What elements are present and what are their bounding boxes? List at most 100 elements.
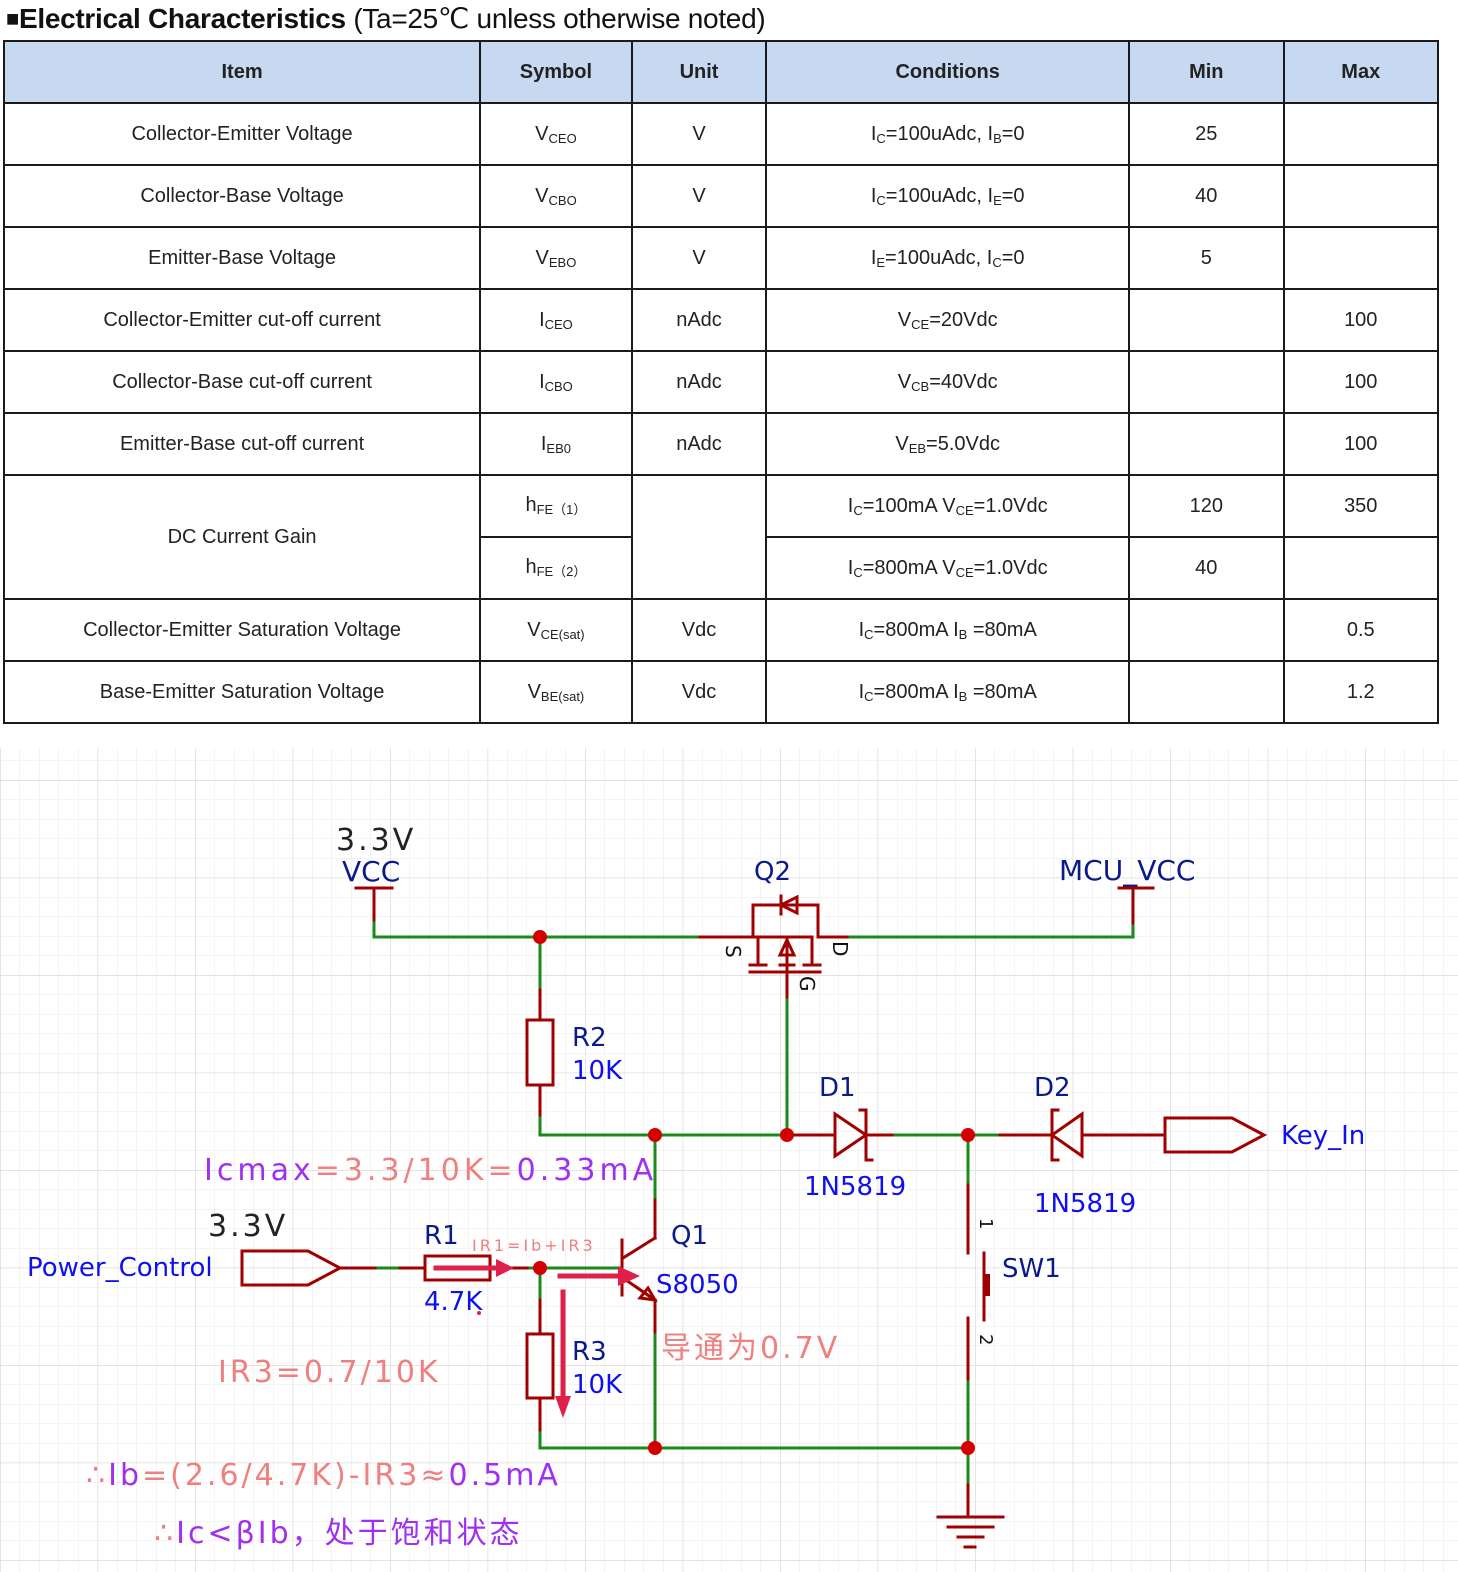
- cell-min: [1128, 660, 1285, 724]
- cell-min: 5: [1128, 226, 1285, 290]
- annotation-ib-c: =(2.6/4.7K)-IR3≈: [142, 1458, 449, 1493]
- cell-max: [1282, 164, 1439, 228]
- condition-part: I: [870, 122, 877, 145]
- header-item: Item: [2, 40, 482, 104]
- wire-r2-collector: [538, 1116, 789, 1137]
- cell-item: Collector-Emitter cut-off current: [2, 288, 482, 352]
- condition-part: I: [870, 184, 877, 207]
- symbol-text: I: [539, 370, 545, 393]
- cell-unit: V: [630, 102, 768, 166]
- junction-sw1-gnd: [961, 1441, 975, 1455]
- cell-symbol: VCBO: [479, 164, 633, 228]
- condition-part: I: [953, 618, 959, 641]
- annotation-ib-d: 0.5mA: [448, 1458, 560, 1493]
- cell-max: 100: [1282, 350, 1439, 414]
- cell-max: 100: [1282, 412, 1439, 476]
- current-arrow-ir3: [555, 1289, 571, 1418]
- condition-part: I: [847, 556, 854, 579]
- cell-item: Emitter-Base cut-off current: [2, 412, 482, 476]
- cell-unit: nAdc: [630, 350, 768, 414]
- condition-subscript: CB: [911, 378, 930, 394]
- schematic-diagram: 3.3V VCC Q2 MCU_VCC S D G R2 10K D1 1N58…: [0, 748, 1458, 1572]
- condition-part: =20Vdc: [929, 308, 998, 331]
- cell-conditions: VEB=5.0Vdc: [765, 412, 1131, 476]
- power-control-net-label: Power_Control: [27, 1253, 213, 1283]
- cell-max: [1282, 226, 1439, 290]
- cell-conditions: IC=800mA IB =80mA: [765, 660, 1131, 724]
- condition-subscript: B: [993, 130, 1002, 146]
- symbol-text: h: [525, 494, 537, 516]
- symbol-subscript: BE(sat): [540, 688, 585, 704]
- condition-part: I: [987, 184, 994, 207]
- r2-ref-label: R2: [572, 1023, 607, 1053]
- condition-part: I: [847, 494, 854, 517]
- symbol-text: V: [527, 618, 541, 641]
- r2-value-label: 10K: [572, 1056, 623, 1086]
- cell-max: 100: [1282, 288, 1439, 352]
- symbol-subscript: EB0: [546, 440, 571, 456]
- condition-part: I: [986, 246, 993, 269]
- cell-min: [1128, 598, 1285, 662]
- cell-symbol: VCEO: [479, 102, 633, 166]
- condition-part: =1.0Vdc: [973, 556, 1048, 579]
- condition-part: I: [953, 680, 959, 703]
- annotation-icmax-c: 0.33mA: [517, 1153, 658, 1188]
- cell-unit: V: [630, 164, 768, 228]
- cell-symbol: IEB0: [479, 412, 633, 476]
- condition-part: V: [897, 370, 912, 393]
- grid-major: [0, 748, 1458, 1572]
- condition-subscript: C: [992, 254, 1002, 270]
- symbol-text: V: [535, 122, 549, 145]
- symbol-subscript: CE(sat): [540, 626, 585, 642]
- condition-part: =80mA: [967, 680, 1037, 703]
- symbol-subscript: EBO: [548, 254, 577, 270]
- condition-part: =100uAdc,: [885, 122, 988, 145]
- cell-max: [1282, 536, 1439, 600]
- title-bold: Electrical Characteristics: [19, 3, 346, 34]
- cell-conditions: VCE=20Vdc: [765, 288, 1131, 352]
- cell-symbol: VBE(sat): [479, 660, 633, 724]
- mcu-vcc-net-label: MCU_VCC: [1059, 854, 1195, 887]
- cell-conditions: IE=100uAdc, IC=0: [765, 226, 1131, 290]
- symbol-subscript: CEO: [548, 130, 577, 146]
- q1-npn-transistor-symbol: [620, 1198, 658, 1337]
- header-symbol: Symbol: [479, 40, 633, 104]
- title-note: (Ta=25℃ unless otherwise noted): [345, 3, 766, 34]
- mcu-vcc-power-symbol: [1117, 886, 1155, 925]
- wire-mcu-rail: [848, 921, 1135, 939]
- condition-part: V: [942, 556, 956, 579]
- condition-part: I: [870, 246, 877, 269]
- cell-conditions: IC=800mA VCE=1.0Vdc: [765, 536, 1131, 600]
- q2-pin-s-label: S: [721, 945, 745, 958]
- d1-value-label: 1N5819: [804, 1172, 906, 1202]
- condition-part: =5.0Vdc: [926, 432, 1000, 455]
- condition-subscript: E: [876, 254, 886, 270]
- junction-d1-d2-sw1: [961, 1128, 975, 1142]
- sw1-ref-label: SW1: [1002, 1254, 1061, 1284]
- condition-part: =100uAdc,: [885, 246, 987, 269]
- cell-conditions: IC=100mA VCE=1.0Vdc: [765, 474, 1131, 538]
- cell-max: [1282, 102, 1439, 166]
- q1-value-label: S8050: [656, 1270, 739, 1300]
- q2-pin-d-label: D: [828, 941, 852, 956]
- sw1-pin1-label: 1: [975, 1218, 996, 1229]
- cell-symbol: ICEO: [479, 288, 633, 352]
- cell-min: [1128, 412, 1285, 476]
- condition-subscript: CE: [911, 316, 930, 332]
- cell-conditions: IC=100uAdc, IB=0: [765, 102, 1131, 166]
- condition-part: V: [895, 432, 909, 455]
- cell-symbol: hFE（1）: [479, 474, 633, 538]
- cell-min: 40: [1128, 164, 1285, 228]
- bullet-square-icon: ■: [6, 6, 19, 31]
- symbol-text: I: [539, 308, 545, 331]
- junction-emitter-gnd: [648, 1441, 662, 1455]
- cell-max: 0.5: [1282, 598, 1439, 662]
- condition-subscript: C: [864, 688, 874, 704]
- stray-dot: [477, 1311, 481, 1315]
- cell-unit: [630, 474, 768, 600]
